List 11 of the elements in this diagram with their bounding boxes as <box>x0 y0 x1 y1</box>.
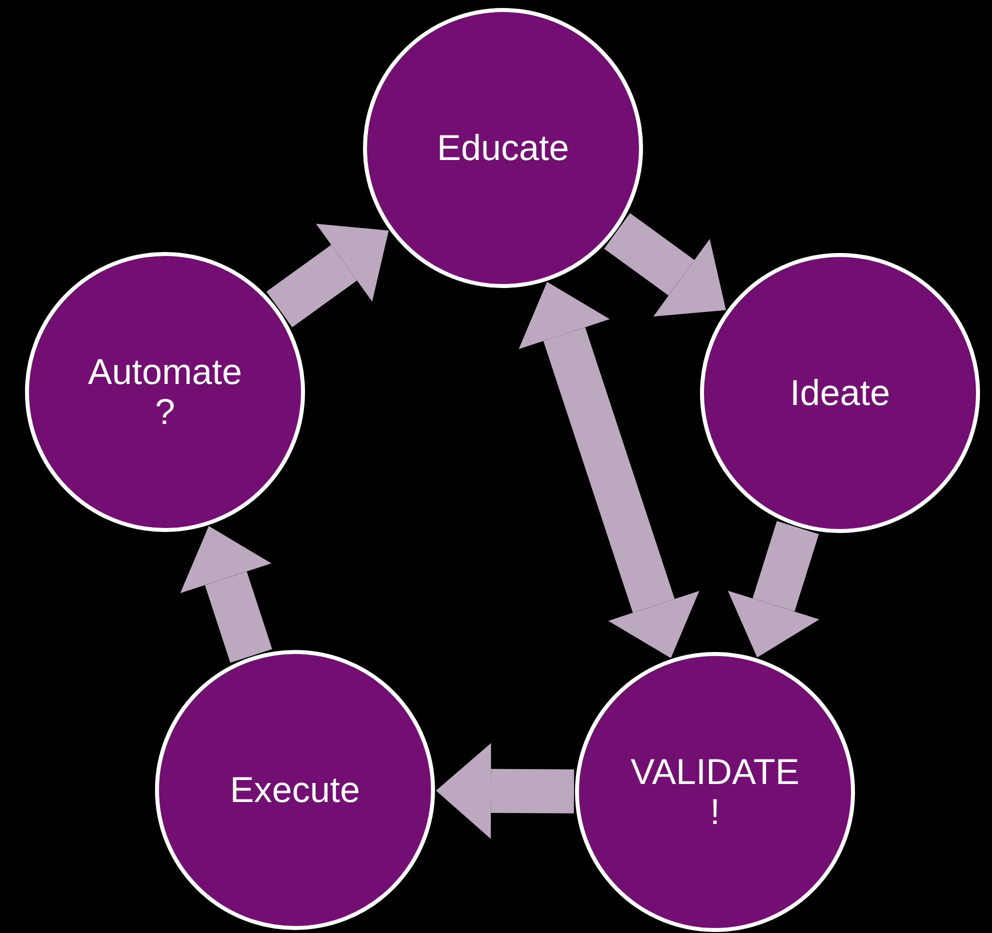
block-arrow <box>728 521 820 658</box>
block-arrow <box>266 224 389 328</box>
block-arrow <box>518 282 700 658</box>
node-label: Educate <box>436 128 570 168</box>
node-label: VALIDATE ! <box>630 752 800 832</box>
node-label: Automate ? <box>88 352 242 432</box>
block-arrow <box>604 213 726 317</box>
block-arrow <box>180 526 272 663</box>
block-arrow <box>436 742 574 839</box>
node-label: Execute <box>230 770 360 810</box>
node-label: Ideate <box>790 373 890 413</box>
